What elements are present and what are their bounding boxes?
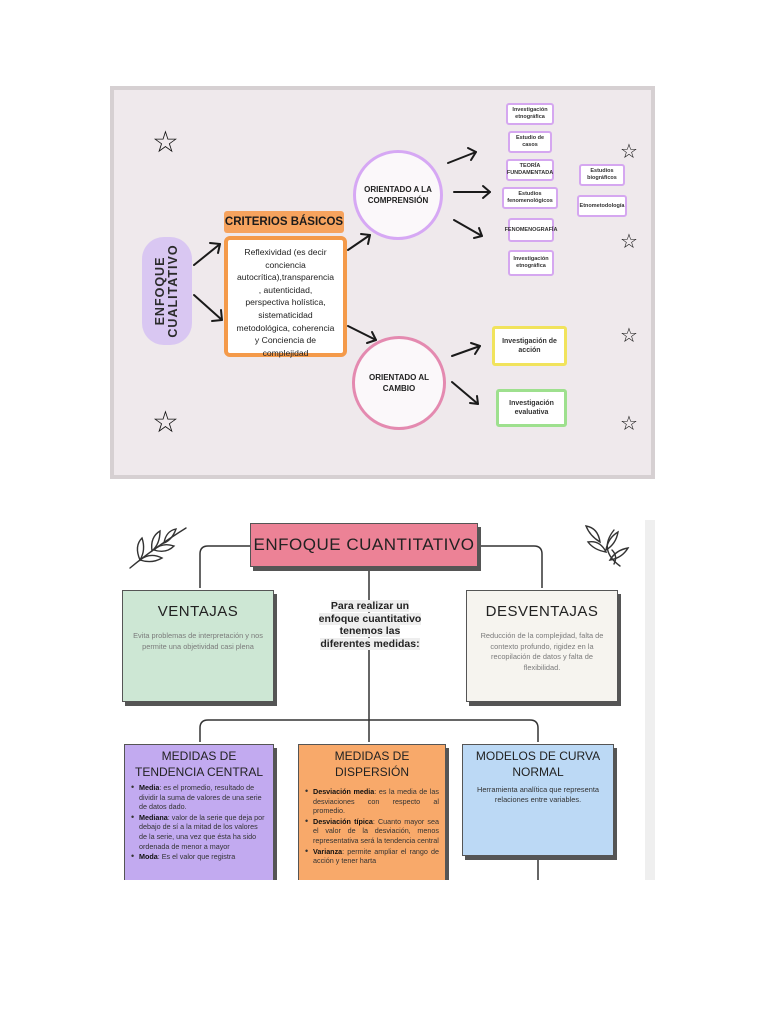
leaf-branch-icon xyxy=(129,527,187,569)
criteria-text: Reflexividad (es decir conciencia autocr… xyxy=(236,247,335,358)
method-tag: Investigación etnográfica xyxy=(508,250,554,276)
measures-intro: Para realizar un enfoque cuantitativo te… xyxy=(318,600,422,650)
star-icon: ☆ xyxy=(620,229,638,253)
advantages-box: VENTAJAS Evita problemas de interpretaci… xyxy=(122,590,274,702)
advantages-text: Evita problemas de interpretación y nos … xyxy=(133,631,263,651)
disadvantages-title: DESVENTAJAS xyxy=(485,603,599,620)
advantages-title: VENTAJAS xyxy=(157,603,239,620)
method-tag: Estudios fenomenológicos xyxy=(502,187,558,209)
comprehension-circle: ORIENTADO A LA COMPRENSIÓN xyxy=(353,150,443,240)
central-tendency-list: Media: es el promedio, resultado de divi… xyxy=(131,783,267,863)
list-item: Varianza: permite ampliar el rango de ac… xyxy=(305,847,439,866)
normal-curve-title: MODELOS DE CURVA NORMAL xyxy=(475,749,601,779)
dispersion-title: MEDIDAS DE DISPERSIÓN xyxy=(334,749,410,779)
criteria-label: CRITERIOS BÁSICOS xyxy=(224,211,344,233)
list-item: Moda: Es el valor que registra xyxy=(131,852,267,862)
normal-curve-box: MODELOS DE CURVA NORMAL Herramienta anal… xyxy=(462,744,614,856)
quantitative-title: ENFOQUE CUANTITATIVO xyxy=(250,523,478,567)
panel-edge xyxy=(645,520,655,880)
normal-curve-text: Herramienta analítica que representa rel… xyxy=(476,785,599,804)
list-item: Mediana: valor de la serie que deja por … xyxy=(131,813,267,851)
quantitative-connectors xyxy=(129,525,630,880)
qualitative-panel: ☆ ☆ ☆ ☆ ☆ ☆ ENFOQUE CUALITATIVO CRITERIO… xyxy=(110,86,655,479)
dispersion-box: MEDIDAS DE DISPERSIÓN Desviación media: … xyxy=(298,744,446,880)
list-item: Media: es el promedio, resultado de divi… xyxy=(131,783,267,812)
method-tag: Estudio de casos xyxy=(508,131,552,153)
method-tag: TEORÍA FUNDAMENTADA xyxy=(506,159,554,181)
method-tag: Investigación de acción xyxy=(492,326,567,366)
dispersion-list: Desviación media: es la media de las des… xyxy=(305,787,439,867)
criteria-box: Reflexividad (es decir conciencia autocr… xyxy=(224,236,347,358)
method-tag: Investigación etnográfica xyxy=(506,103,554,125)
star-icon: ☆ xyxy=(620,323,638,347)
qualitative-title: ENFOQUE CUALITATIVO xyxy=(142,237,192,345)
star-icon: ☆ xyxy=(620,411,638,435)
leaf-branch-icon xyxy=(584,525,630,567)
star-icon: ☆ xyxy=(620,139,638,163)
central-tendency-title: MEDIDAS DE TENDENCIA CENTRAL xyxy=(134,749,264,779)
star-icon: ☆ xyxy=(152,405,179,440)
quantitative-panel: ENFOQUE CUANTITATIVO VENTAJAS Evita prob… xyxy=(110,520,655,880)
method-tag: Etnometodología xyxy=(577,195,627,217)
method-tag: Estudios biográficos xyxy=(579,164,625,186)
list-item: Desviación media: es la media de las des… xyxy=(305,787,439,816)
list-item: Desviación típica: Cuanto mayor sea el v… xyxy=(305,817,439,846)
disadvantages-text: Reducción de la complejidad, falta de co… xyxy=(480,631,604,672)
central-tendency-box: MEDIDAS DE TENDENCIA CENTRAL Media: es e… xyxy=(124,744,274,880)
method-tag: Investigación evaluativa xyxy=(496,389,567,427)
change-circle: ORIENTADO AL CAMBIO xyxy=(352,336,446,430)
disadvantages-box: DESVENTAJAS Reducción de la complejidad,… xyxy=(466,590,618,702)
method-tag: FENOMENOGRAFÍA xyxy=(505,218,557,242)
qualitative-connectors xyxy=(193,147,491,405)
star-icon: ☆ xyxy=(152,125,179,160)
